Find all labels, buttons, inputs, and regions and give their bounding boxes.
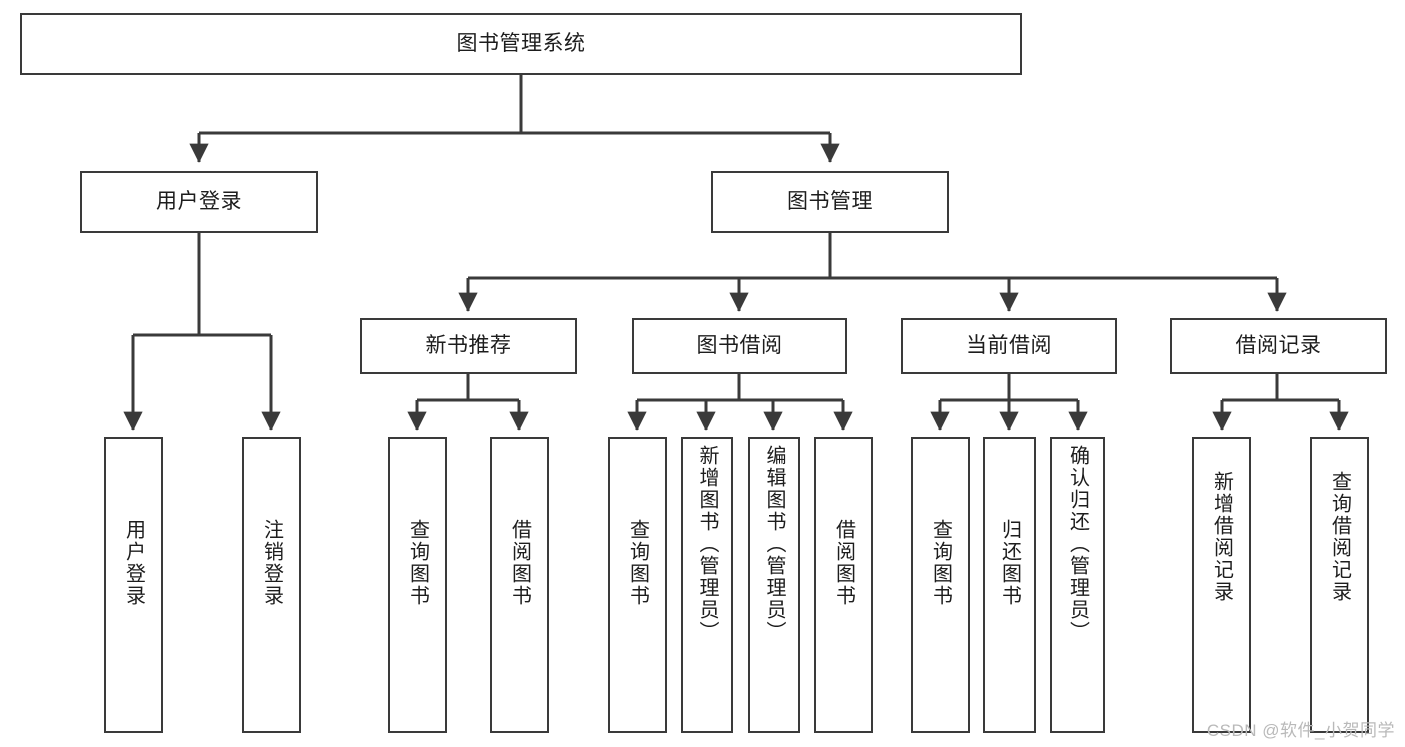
- node-book-management-label: 图书管理: [787, 189, 873, 213]
- leaf-user-login-label: 用户登录: [122, 519, 145, 607]
- leaf-query-book-3-label: 查询图书: [929, 519, 952, 607]
- leaf-add-record-label: 新增借阅记录: [1210, 471, 1233, 603]
- node-user-login[interactable]: 用户登录: [80, 171, 318, 233]
- leaf-query-record-label: 查询借阅记录: [1328, 471, 1351, 603]
- leaf-logout-label: 注销登录: [260, 519, 283, 607]
- leaf-query-book-2-label: 查询图书: [626, 519, 649, 607]
- node-book-borrow-label: 图书借阅: [696, 333, 783, 357]
- node-borrow-record[interactable]: 借阅记录: [1170, 318, 1387, 374]
- node-borrow-record-label: 借阅记录: [1235, 333, 1322, 357]
- leaf-confirm-return-label: 确认归还（管理员）: [1066, 445, 1089, 643]
- leaf-logout[interactable]: 注销登录: [242, 437, 301, 733]
- leaf-confirm-return[interactable]: 确认归还（管理员）: [1050, 437, 1105, 733]
- leaf-borrow-book-2-label: 借阅图书: [832, 519, 855, 607]
- leaf-query-book-3[interactable]: 查询图书: [911, 437, 970, 733]
- node-book-borrow[interactable]: 图书借阅: [632, 318, 847, 374]
- leaf-add-record[interactable]: 新增借阅记录: [1192, 437, 1251, 733]
- leaf-user-login[interactable]: 用户登录: [104, 437, 163, 733]
- node-root-label: 图书管理系统: [456, 31, 586, 55]
- leaf-edit-book-label: 编辑图书（管理员）: [763, 445, 785, 643]
- node-new-book-recommend[interactable]: 新书推荐: [360, 318, 577, 374]
- leaf-edit-book[interactable]: 编辑图书（管理员）: [748, 437, 800, 733]
- node-root[interactable]: 图书管理系统: [20, 13, 1022, 75]
- leaf-borrow-book-2[interactable]: 借阅图书: [814, 437, 873, 733]
- leaf-borrow-book-1[interactable]: 借阅图书: [490, 437, 549, 733]
- node-current-borrow-label: 当前借阅: [966, 333, 1052, 357]
- leaf-return-book-label: 归还图书: [998, 519, 1021, 607]
- leaf-borrow-book-1-label: 借阅图书: [508, 519, 531, 607]
- csdn-watermark: CSDN @软件_小贺同学: [1206, 721, 1395, 740]
- node-book-management[interactable]: 图书管理: [711, 171, 949, 233]
- leaf-query-record[interactable]: 查询借阅记录: [1310, 437, 1369, 733]
- node-user-login-label: 用户登录: [156, 189, 242, 213]
- node-current-borrow[interactable]: 当前借阅: [901, 318, 1117, 374]
- leaf-add-book-label: 新增图书（管理员）: [696, 445, 718, 643]
- leaf-query-book-1-label: 查询图书: [406, 519, 429, 607]
- leaf-return-book[interactable]: 归还图书: [983, 437, 1036, 733]
- leaf-query-book-1[interactable]: 查询图书: [388, 437, 447, 733]
- node-new-book-recommend-label: 新书推荐: [425, 333, 512, 357]
- leaf-add-book[interactable]: 新增图书（管理员）: [681, 437, 733, 733]
- leaf-query-book-2[interactable]: 查询图书: [608, 437, 667, 733]
